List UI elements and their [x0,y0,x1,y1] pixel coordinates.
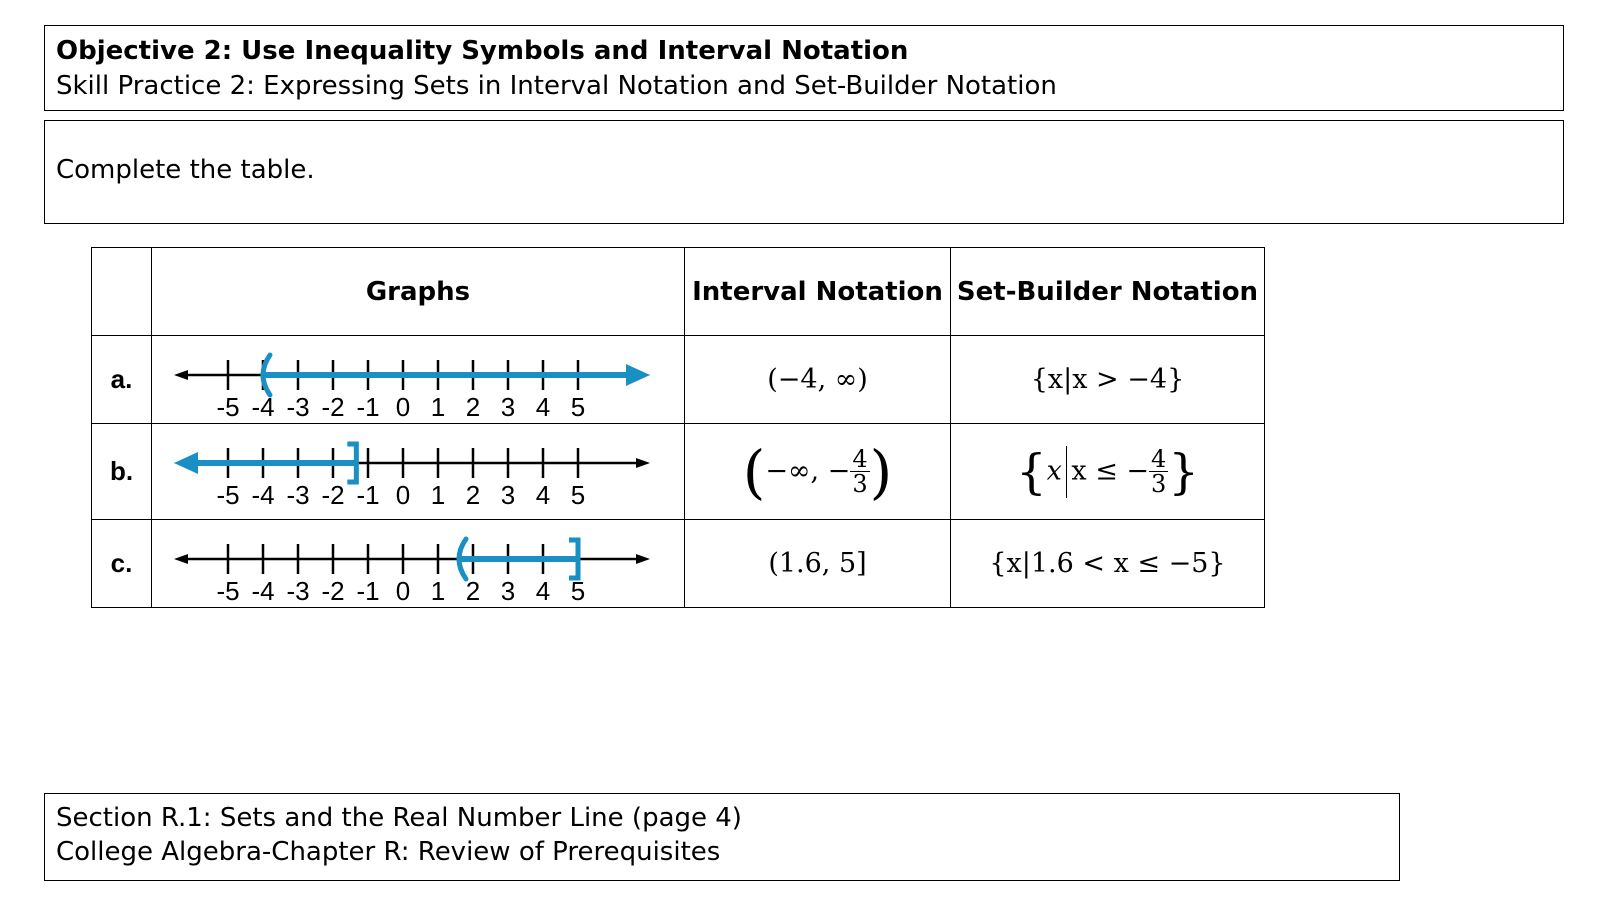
tick-label: -1 [356,576,379,606]
tick-label: -2 [321,392,344,422]
set-divider [1065,445,1068,498]
tick-label: 3 [501,480,515,510]
solution-arrow-right [626,363,650,386]
tick-label: -2 [321,480,344,510]
tick-label: 2 [466,392,480,422]
tick-label: -2 [321,576,344,606]
instruction-text: Complete the table. [56,155,315,185]
set-close-brace: } [1168,443,1199,500]
axis-arrow-right [636,553,650,564]
open-endpoint-paren [260,352,273,397]
tick-label: 4 [536,392,550,422]
tick-label: 4 [536,480,550,510]
fraction-denominator: 3 [852,470,868,498]
closed-endpoint-bracket [347,441,359,484]
axis-arrow-left [174,369,188,380]
tick-label: 5 [571,392,585,422]
tick-label: -3 [286,480,309,510]
tick-label: 5 [571,576,585,606]
fraction-numerator: 4 [1149,445,1169,473]
solution-arrow-left [174,451,198,474]
set-condition: x ≤ − [1071,455,1150,486]
fraction-denominator: 3 [1151,470,1167,498]
interval-notation: (1.6, 5] [684,519,951,608]
tick-label: -5 [216,392,239,422]
axis-arrow-right [636,457,650,468]
skill-title: Skill Practice 2: Expressing Sets in Int… [56,71,1057,101]
footer-chapter: College Algebra-Chapter R: Review of Pre… [56,837,721,867]
interval-open-paren: ( [742,437,766,506]
set-variable: x [1046,455,1062,486]
tick-label: 0 [396,576,410,606]
table-header-row: Graphs Interval Notation Set-Builder Not… [91,247,1265,336]
set-open-brace: { [1016,443,1047,500]
fraction-numerator: 4 [850,445,870,473]
tick-label: -5 [216,576,239,606]
interval-close-paren: ) [869,437,893,506]
tick-label: 1 [431,576,445,606]
tick-label: -1 [356,392,379,422]
interval-left-part: −∞, − [765,455,851,486]
tick-label: -1 [356,480,379,510]
header-set-builder: Set-Builder Notation [950,247,1265,336]
set-builder-notation: {x|1.6 < x ≤ −5} [950,519,1265,608]
header-blank [91,247,152,336]
notation-table: Graphs Interval Notation Set-Builder Not… [91,247,1265,608]
header-graphs: Graphs [151,247,685,336]
footer-box: Section R.1: Sets and the Real Number Li… [44,793,1400,881]
footer-section: Section R.1: Sets and the Real Number Li… [56,803,742,833]
tick-label: 0 [396,480,410,510]
closed-endpoint-bracket [569,537,581,580]
tick-label: 2 [466,576,480,606]
instruction-box: Complete the table. [44,120,1564,224]
tick-label: -3 [286,392,309,422]
row-label: b. [91,423,152,520]
tick-label: 3 [501,392,515,422]
tick-label: -4 [251,480,274,510]
tick-label: 3 [501,576,515,606]
tick-label: 4 [536,576,550,606]
tick-label: -5 [216,480,239,510]
tick-label: 5 [571,480,585,510]
header-interval: Interval Notation [684,247,951,336]
objective-header: Objective 2: Use Inequality Symbols and … [44,25,1564,111]
axis-arrow-left [174,553,188,564]
tick-label: 1 [431,480,445,510]
set-builder-notation: {x|x > −4} [950,335,1265,424]
tick-label: -3 [286,576,309,606]
tick-label: -4 [251,576,274,606]
row-label: c. [91,519,152,608]
tick-label: -4 [251,392,274,422]
row-label: a. [91,335,152,424]
tick-label: 0 [396,392,410,422]
open-endpoint-paren [456,536,469,581]
interval-notation: (−4, ∞) [684,335,951,424]
objective-title: Objective 2: Use Inequality Symbols and … [56,36,909,66]
tick-label: 1 [431,392,445,422]
tick-label: 2 [466,480,480,510]
